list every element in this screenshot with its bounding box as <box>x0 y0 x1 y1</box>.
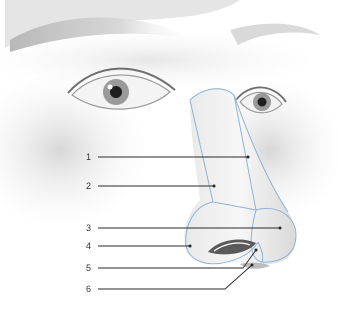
callout-number-2: 2 <box>86 181 91 191</box>
callout-number-5: 5 <box>86 263 91 273</box>
callout-number-3: 3 <box>86 223 91 233</box>
callout-number-1: 1 <box>86 152 91 162</box>
callout-number-6: 6 <box>86 284 91 294</box>
callout-number-4: 4 <box>86 241 91 251</box>
